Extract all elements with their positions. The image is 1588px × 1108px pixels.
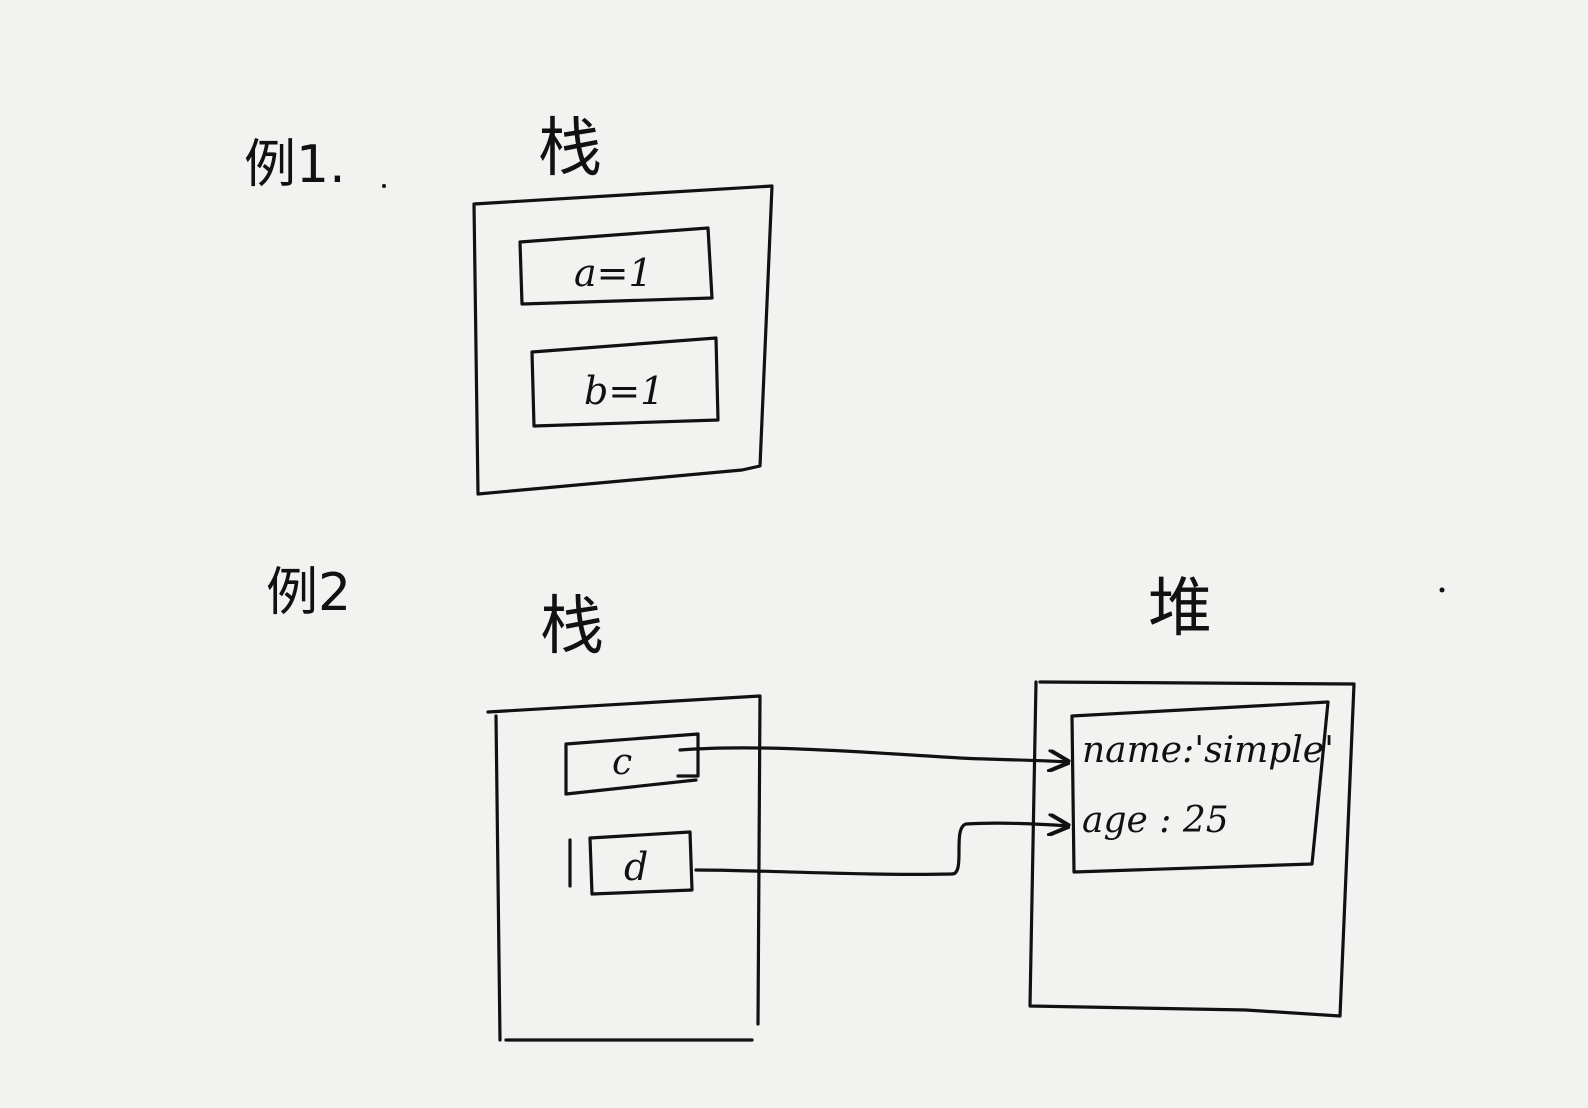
example-2-cell-box <box>564 732 700 796</box>
example-2-cell-d: d <box>624 845 648 889</box>
reference-arrow-c <box>678 746 1068 762</box>
example-1-cell-a: a=1 <box>574 251 653 295</box>
heap-object-box <box>1070 700 1330 874</box>
example-2-heap-title: 堆 <box>1148 572 1212 646</box>
example-2-label: 例2 <box>266 563 351 623</box>
example-1-cell-box <box>530 336 720 428</box>
stray-dot <box>382 184 386 188</box>
example-1-cell-box <box>518 226 714 306</box>
example-2-stack-title: 栈 <box>540 590 604 664</box>
reference-arrow-d <box>694 823 1068 876</box>
example-1-cell-b: b=1 <box>584 369 664 413</box>
example-1: 例1. 栈 a=1 b=1 <box>244 112 774 496</box>
example-2: 例2 栈 堆 c d name:'simple' age : 25 <box>266 563 1356 1042</box>
heap-field-age: age : 25 <box>1082 800 1229 841</box>
heap-field-name: name:'simple' <box>1082 730 1334 771</box>
example-2-heap-box <box>1028 680 1356 1018</box>
example-2-cell-box <box>568 830 694 896</box>
stray-dot <box>1439 587 1445 593</box>
example-2-cell-c: c <box>612 742 632 783</box>
example-1-stack-box <box>472 184 774 496</box>
example-2-stack-box <box>486 694 762 1042</box>
example-1-label: 例1. <box>244 135 346 195</box>
example-1-stack-title: 栈 <box>538 112 602 186</box>
